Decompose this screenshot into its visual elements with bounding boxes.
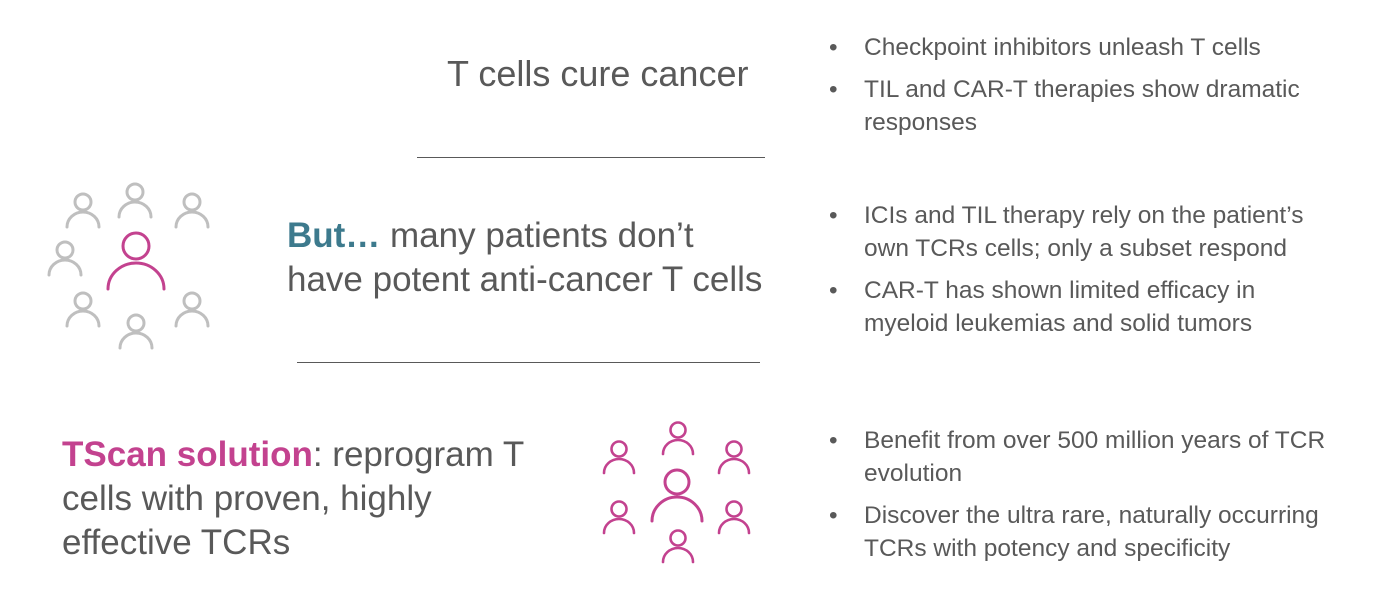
headline-tscan-solution: TScan solution: reprogram T cells with p… <box>62 433 524 565</box>
bullet-text: Discover the ultra rare, naturally occur… <box>864 502 1319 529</box>
headline-but-lead: But… <box>287 216 381 255</box>
bullet-dot: • <box>829 502 838 529</box>
section1-bullets: • Checkpoint inhibitors unleash T cells … <box>829 31 1300 148</box>
bullet-text: CAR-T has shown limited efficacy in <box>864 277 1256 304</box>
person-group-gray-icon <box>47 182 210 350</box>
bullet-text: Benefit from over 500 million years of T… <box>864 427 1326 454</box>
bullet-text: evolution <box>864 460 963 487</box>
divider-middle <box>297 362 760 363</box>
bullet-text: ICIs and TIL therapy rely on the patient… <box>864 202 1304 229</box>
bullet-text: own TCRs cells; only a subset respond <box>864 235 1288 262</box>
headline-line1: many patients don’t <box>380 216 694 255</box>
bullet-item: • CAR-T has shown limited efficacy in my… <box>829 274 1303 340</box>
bullet-dot: • <box>829 34 838 61</box>
bullet-item: • ICIs and TIL therapy rely on the patie… <box>829 199 1303 265</box>
section2-bullets: • ICIs and TIL therapy rely on the patie… <box>829 199 1303 349</box>
headline-many-patients: But… many patients don’t have potent ant… <box>287 214 762 302</box>
headline-line2: have potent anti-cancer T cells <box>287 260 763 299</box>
bullet-text: Checkpoint inhibitors unleash T cells <box>864 34 1261 61</box>
bullet-item: • Discover the ultra rare, naturally occ… <box>829 499 1325 565</box>
bullet-dot: • <box>829 76 838 103</box>
bullet-dot: • <box>829 277 838 304</box>
headline-line1: : reprogram T <box>312 435 525 474</box>
bullet-text: TCRs with potency and specificity <box>864 535 1231 562</box>
bullet-item: • Benefit from over 500 million years of… <box>829 424 1325 490</box>
headline-t-cells-cure-cancer: T cells cure cancer <box>447 52 748 96</box>
bullet-item: • TIL and CAR-T therapies show dramatic … <box>829 73 1300 139</box>
person-group-magenta-icon <box>602 421 751 564</box>
bullet-dot: • <box>829 202 838 229</box>
headline-tscan-lead: TScan solution <box>62 435 313 474</box>
headline-text: T cells cure cancer <box>447 53 749 94</box>
divider-top <box>417 157 765 158</box>
section3-bullets: • Benefit from over 500 million years of… <box>829 424 1325 574</box>
headline-line3: effective TCRs <box>62 523 291 562</box>
bullet-text: responses <box>864 109 978 136</box>
bullet-text: TIL and CAR-T therapies show dramatic <box>864 76 1300 103</box>
headline-line2: cells with proven, highly <box>62 479 432 518</box>
bullet-item: • Checkpoint inhibitors unleash T cells <box>829 31 1300 64</box>
bullet-dot: • <box>829 427 838 454</box>
bullet-text: myeloid leukemias and solid tumors <box>864 310 1253 337</box>
